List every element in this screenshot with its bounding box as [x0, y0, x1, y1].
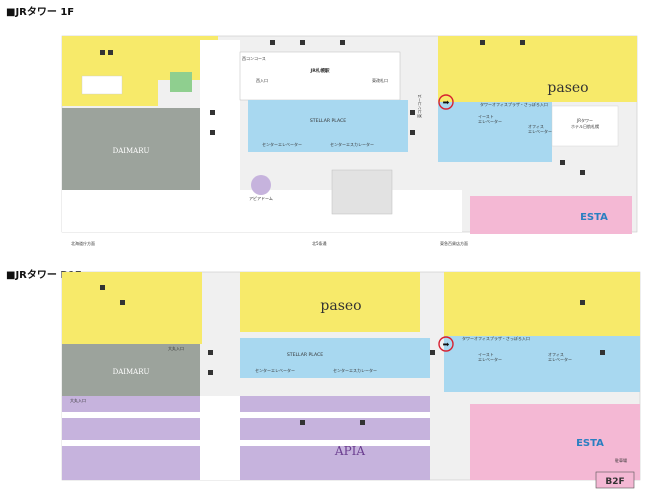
b1f-east-elevator-label-2: エレベーター: [478, 356, 502, 362]
b1f-tower-office: [444, 336, 640, 392]
b1f-esta-logo: ESTA: [576, 438, 604, 449]
f1-tower-office: [438, 102, 552, 162]
locker-icon: [270, 40, 275, 45]
f1-corridor-south: [62, 190, 462, 232]
b1f-center-elevator-label: センターエレベーター: [255, 367, 295, 373]
b1f-stellar-logo: STELLAR PLACE: [287, 352, 323, 358]
f1-info-center: [170, 72, 192, 92]
b1f-daimaru-entrance-label: 大丸入口: [168, 345, 184, 351]
f1-amenity-icons: [100, 40, 585, 175]
f1-stellar-logo: STELLAR PLACE: [310, 118, 346, 124]
b1f-shop-block-east: [444, 272, 640, 336]
b1f-daimaru: [62, 344, 200, 396]
f1-shop-block-west: [62, 36, 158, 106]
f1-paseo-logo: paseo: [547, 80, 588, 96]
toilet-icon: [480, 40, 485, 45]
f1-apia-dome-label: アピアドーム: [249, 196, 273, 201]
f1-corridor-center: [200, 40, 240, 190]
f1-paseo: [438, 36, 637, 102]
b2f-badge-label: B2F: [605, 477, 624, 487]
f1-west-gate-label: 西入口: [256, 78, 268, 83]
escalator-icon: [560, 160, 565, 165]
atm-icon: [360, 420, 365, 425]
f1-center-escalator-label: センターエスカレーター: [330, 141, 374, 147]
toilet-icon: [100, 285, 105, 290]
b1f-stellar-place: [240, 338, 430, 378]
b1f-esta: [470, 404, 640, 480]
f1-center-elevator-label: センターエレベーター: [262, 141, 302, 147]
b1f-parking-label: 駐車場: [615, 457, 627, 463]
f1-office-elevator-label-2: エレベーター: [528, 128, 552, 134]
stairs-icon: [208, 370, 213, 375]
f1-daimaru-logo: DAIMARU: [113, 147, 150, 155]
f1-daimaru: [62, 108, 200, 190]
f1-east-elevator-label: イースト: [478, 114, 494, 119]
b2f-badge[interactable]: [595, 471, 635, 489]
elevator-icon: [520, 40, 525, 45]
f1-hotel: [551, 105, 619, 147]
b1f-paseo-logo: paseo: [320, 298, 361, 314]
f1-jr-station-label: JR札幌駅: [309, 67, 329, 74]
escalator-icon: [208, 350, 213, 355]
b1f-corridor-apia-2: [62, 440, 430, 446]
f1-apia-dome: [251, 175, 271, 195]
b1f-apia: [62, 396, 430, 480]
atm-icon: [340, 40, 345, 45]
floor-b1f: ■JRタワー B1F DAIMARU paseo STELLAR PLACE セ…: [6, 269, 641, 489]
floor-1f-title: ■JRタワー 1F: [6, 6, 74, 18]
f1-esta: [470, 196, 632, 234]
elevator-icon: [108, 50, 113, 55]
b1f-daimaru-logo: DAIMARU: [113, 368, 150, 376]
b1f-corridor-center: [200, 396, 240, 480]
f1-road-southeast: 東急百貨店方面: [440, 240, 468, 246]
f1-road-southwest: 北海道庁方面: [71, 240, 95, 246]
f1-corridor-west: [81, 75, 123, 95]
toilet-icon: [100, 50, 105, 55]
b1f-center-escalator-label: センターエスカレーター: [333, 367, 377, 373]
f1-east-gate-label: 東改札口: [372, 77, 388, 83]
b1f-east-elevator-label: イースト: [478, 352, 494, 357]
f1-east-elevator-label-2: エレベーター: [478, 118, 502, 124]
stairs-icon: [580, 170, 585, 175]
f1-gray-block: [331, 169, 393, 215]
f1-hotel-label: JRタワー: [576, 117, 593, 123]
locker-icon: [300, 420, 305, 425]
b1f-shop-block-west: [62, 272, 202, 344]
f1-tower-office-plaza-label: タワーオフィスプラザ・さっぽろ入口: [480, 101, 548, 107]
b1f-paseo: [240, 272, 420, 332]
b1f-arrow-icon: ➡: [443, 340, 450, 349]
b1f-daimaru-entrance-label-2: 大丸入口: [70, 397, 86, 403]
elevator-icon: [120, 300, 125, 305]
stairs-icon: [210, 130, 215, 135]
b1f-amenity-icons: [100, 285, 605, 425]
toilet-icon: [410, 110, 415, 115]
floor-1f: ■JRタワー 1F DAIMARU JR札幌駅 西入口 東改札口 西コンコース …: [6, 6, 638, 246]
elevator-icon: [410, 130, 415, 135]
f1-stellar-place: [248, 100, 408, 152]
f1-east-concourse-label: 東コンコース: [416, 94, 422, 118]
f1-west-concourse-label: 西コンコース: [242, 56, 266, 61]
b1f-tower-office-plaza-label: タワーオフィスプラザ・さっぽろ入口: [462, 335, 530, 341]
toilet-icon: [430, 350, 435, 355]
b1f-corridor-apia-1: [62, 412, 430, 418]
escalator-icon: [210, 110, 215, 115]
b1f-current-location-marker: [438, 336, 454, 352]
phone-icon: [300, 40, 305, 45]
f1-arrow-icon: ➡: [443, 98, 450, 107]
b1f-apia-logo: APIA: [334, 444, 365, 458]
f1-office-elevator-label: オフィス: [528, 124, 544, 129]
f1-esta-logo: ESTA: [580, 212, 608, 223]
elevator-icon: [580, 300, 585, 305]
f1-current-location-marker: [438, 94, 454, 110]
escalator-icon: [600, 350, 605, 355]
b1f-office-elevator-label-2: エレベーター: [548, 356, 572, 362]
f1-road-south: 北5条通: [312, 240, 327, 246]
f1-hotel-label-2: ホテル日航札幌: [571, 123, 599, 129]
b1f-office-elevator-label: オフィス: [548, 352, 564, 357]
